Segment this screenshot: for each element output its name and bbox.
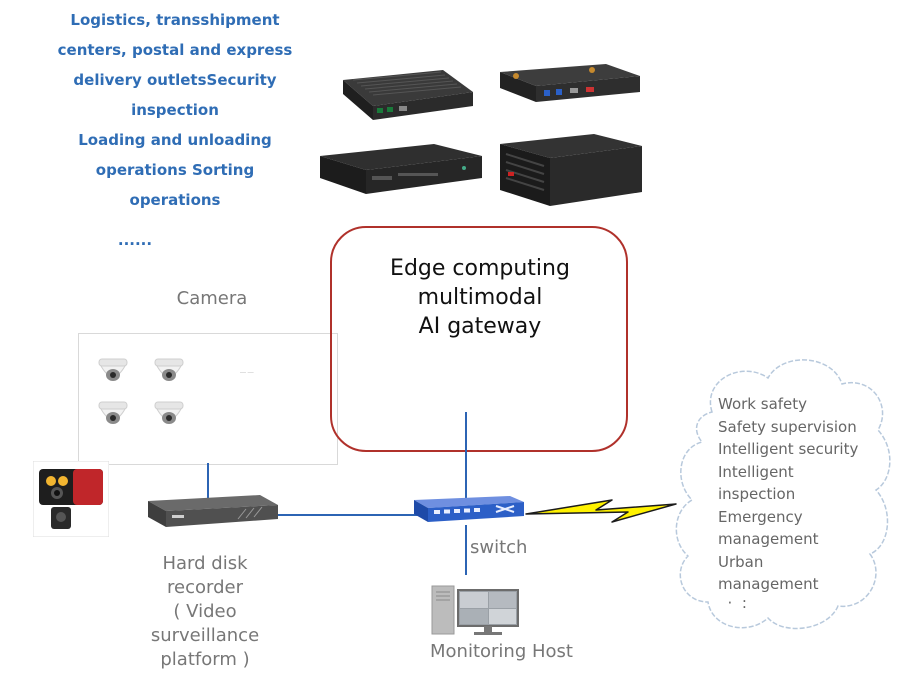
lightning-bolt (525, 499, 677, 523)
camera-panel (78, 333, 338, 465)
cloud-app-line: management (718, 575, 819, 593)
cloud-app-line: Safety supervision (718, 417, 857, 436)
scenario-line: Logistics, transshipment (70, 11, 280, 29)
scenario-line: ...... (117, 231, 153, 249)
cloud-app-line: Work safety (718, 395, 808, 413)
edge-box-device-1 (343, 70, 473, 120)
ai-gateway-line: multimodal (417, 285, 543, 310)
hdr-label-line: surveillance (150, 625, 260, 646)
monitoring-host-label: Monitoring Host (430, 641, 573, 662)
cloud-app-line: Intelligent security (718, 440, 859, 458)
cloud-app-line: Intelligent (718, 462, 794, 481)
camera-panel-faint-text: — — (240, 370, 254, 376)
network-switch-icon (414, 496, 524, 522)
hdr-label-line: platform ) (160, 649, 250, 670)
cloud-app-line: Urban (718, 552, 764, 571)
scenario-line: centers, postal and express (57, 41, 293, 59)
scenario-line: operations Sorting (95, 161, 255, 179)
edge-box-device-2 (500, 64, 640, 102)
cloud-app-line: · : (718, 593, 747, 612)
camera-label: Camera (176, 288, 248, 309)
dome-camera-icon (154, 401, 184, 424)
hdr-label-line: ( Video (173, 601, 237, 622)
tower-server-device (500, 134, 642, 206)
hdr-label-line: Hard disk (162, 553, 248, 574)
application-cloud (675, 359, 891, 630)
ai-gateway-title: Edge computing multimodal AI gateway (330, 254, 630, 341)
cloud-app-line: Emergency (718, 507, 803, 526)
scenario-list: Logistics, transshipment centers, postal… (40, 5, 310, 255)
cloud-app-line: inspection (718, 485, 796, 503)
ai-gateway-line: Edge computing (390, 256, 570, 281)
cloud-app-line: management (718, 530, 819, 548)
cloud-application-list: Work safety Safety supervision Intellige… (718, 393, 878, 610)
scenario-line: delivery outletsSecurity (73, 71, 277, 89)
scenario-line: inspection (131, 101, 219, 119)
rack-server-device (320, 144, 482, 194)
ai-gateway-line: AI gateway (418, 314, 542, 339)
scenario-line: Loading and unloading (78, 131, 272, 149)
bullet-camera-icon (33, 461, 109, 537)
switch-label: switch (470, 537, 528, 558)
dome-camera-icon (98, 358, 128, 381)
dome-camera-icon (154, 358, 184, 381)
ai-gateway-box (330, 226, 628, 452)
hard-disk-recorder-label: Hard disk recorder ( Video surveillance … (130, 552, 280, 672)
monitoring-host-icon (431, 585, 519, 635)
scenario-line: operations (129, 191, 221, 209)
dome-camera-icon (98, 401, 128, 424)
hdr-label-line: recorder (167, 577, 243, 598)
hard-disk-recorder-icon (148, 495, 278, 527)
